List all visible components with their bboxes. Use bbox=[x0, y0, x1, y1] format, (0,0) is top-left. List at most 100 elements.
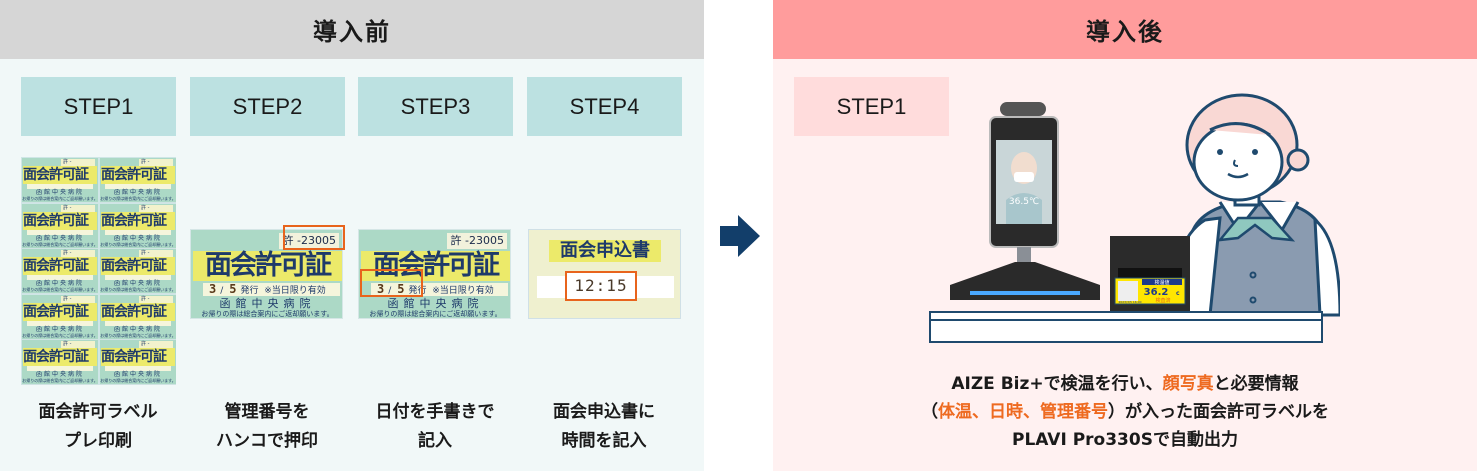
label-date-day: 5 bbox=[229, 282, 237, 296]
application-form-time: 12:15 bbox=[565, 271, 637, 301]
label-number: 許 - bbox=[61, 250, 95, 257]
description-text: （ bbox=[921, 402, 938, 422]
caption-line: 管理番号を bbox=[224, 402, 310, 422]
label-date-month: 3 bbox=[209, 282, 217, 296]
label-date-row bbox=[27, 275, 93, 280]
preprinted-label: 許 -面会許可証函館中央病院お帰りの際は総合案内にご返却願います。 bbox=[22, 158, 98, 203]
preprinted-label: 許 -面会許可証函館中央病院お帰りの際は総合案内にご返却願います。 bbox=[100, 249, 176, 294]
label-note: お帰りの際は総合案内にご返却願います。 bbox=[100, 241, 176, 247]
printed-label-datetime: 2023/3/5 16:00 bbox=[1118, 300, 1141, 304]
aize-device-illustration: 36.5℃ bbox=[950, 102, 1100, 300]
label-date-row bbox=[27, 320, 93, 326]
label-hospital: 函館中央病院 bbox=[387, 297, 484, 310]
label-date-day: 5 bbox=[397, 282, 405, 296]
number-highlight-box bbox=[283, 225, 345, 250]
preprinted-label: 許 -面会許可証函館中央病院お帰りの際は総合案内にご返却願います。 bbox=[100, 294, 176, 340]
description-highlight: 顔写真 bbox=[1162, 374, 1214, 394]
label-note: お帰りの際は総合案内にご返却願います。 bbox=[100, 332, 176, 338]
label-note: お帰りの際は総合案内にご返却願います。 bbox=[22, 196, 98, 201]
caption-line: 時間を記入 bbox=[561, 431, 647, 451]
before-step-3-caption: 日付を手書きで 記入 bbox=[355, 398, 515, 456]
label-hospital: 函館中央病院 bbox=[113, 280, 162, 287]
description-text: と必要情報 bbox=[1213, 374, 1299, 394]
receptionist-illustration bbox=[1168, 93, 1340, 317]
label-hospital: 函館中央病院 bbox=[35, 371, 84, 378]
label-hospital: 函館中央病院 bbox=[35, 189, 84, 196]
description-line-2: （体温、日時、管理番号）が入った面会許可ラベルを bbox=[773, 398, 1477, 426]
label-number: 許 - bbox=[61, 159, 95, 166]
preprinted-label: 許 -面会許可証函館中央病院お帰りの際は総合案内にご返却願います。 bbox=[22, 294, 98, 340]
printed-label-temperature: 36.2 bbox=[1144, 287, 1169, 298]
label-title: 面会許可証 bbox=[101, 257, 175, 275]
label-number: 許 - bbox=[139, 204, 173, 212]
preprinted-label: 許 -面会許可証函館中央病院お帰りの際は総合案内にご返却願います。 bbox=[100, 203, 176, 249]
plavi-printer-illustration: 検温値 36.2 c 検査済 2023/3/5 16:00 bbox=[1110, 236, 1190, 312]
label-date-sep: / bbox=[220, 286, 224, 296]
label-title: 面会許可証 bbox=[23, 257, 97, 275]
before-step-4-caption: 面会申込書に 時間を記入 bbox=[524, 398, 684, 456]
label-number: 許 - bbox=[139, 295, 173, 303]
application-form-title: 面会申込書 bbox=[549, 240, 661, 262]
label-number: 許 -23005 bbox=[279, 233, 339, 249]
label-hospital: 函館中央病院 bbox=[35, 280, 84, 287]
label-validity: ※当日限り有効 bbox=[264, 286, 326, 296]
preprinted-label: 許 -面会許可証函館中央病院お帰りの際は総合案内にご返却願います。 bbox=[22, 249, 98, 294]
label-date-row bbox=[105, 320, 171, 326]
caption-line: 面会申込書に bbox=[553, 402, 655, 422]
before-step-1-caption: 面会許可ラベル プレ印刷 bbox=[18, 398, 178, 456]
preprinted-label-sheet: 許 -面会許可証函館中央病院お帰りの際は総合案内にご返却願います。許 -面会許可… bbox=[21, 157, 176, 385]
label-date-row bbox=[105, 229, 171, 235]
caption-line: 記入 bbox=[418, 431, 452, 451]
label-validity: ※当日限り有効 bbox=[432, 286, 494, 296]
label-note: お帰りの際は総合案内にご返却願います。 bbox=[100, 287, 176, 292]
before-step-2-caption: 管理番号を ハンコで押印 bbox=[187, 398, 347, 456]
label-number: 許 - bbox=[139, 341, 173, 348]
label-title: 面会許可証 bbox=[361, 251, 510, 281]
caption-line: 日付を手書きで bbox=[375, 402, 495, 422]
label-note: お帰りの際は総合案内にご返却願います。 bbox=[100, 378, 176, 383]
label-title: 面会許可証 bbox=[101, 302, 175, 321]
printed-label-unit: c bbox=[1176, 290, 1180, 297]
label-number: 許 - bbox=[61, 204, 95, 212]
label-date-sep: / bbox=[388, 286, 392, 296]
preprinted-label: 許 -面会許可証函館中央病院お帰りの際は総合案内にご返却願います。 bbox=[100, 158, 176, 203]
label-hospital: 函館中央病院 bbox=[113, 325, 162, 333]
label-date-row bbox=[105, 366, 171, 371]
description-text: AIZE Biz+で検温を行い、 bbox=[951, 374, 1163, 394]
label-date-month: 3 bbox=[377, 282, 385, 296]
date-highlight-box bbox=[360, 269, 423, 297]
label-number: 許 - bbox=[61, 341, 95, 348]
reception-illustration: 36.5℃ 検温値 36.2 c 検査済 2023/3/5 16:00 bbox=[929, 93, 1340, 343]
caption-line: プレ印刷 bbox=[64, 431, 132, 451]
label-hospital: 函館中央病院 bbox=[113, 234, 162, 242]
label-note: お帰りの際は総合案内にご返却願います。 bbox=[369, 310, 502, 318]
label-title: 面会許可証 bbox=[23, 348, 97, 366]
label-title: 面会許可証 bbox=[23, 166, 97, 184]
before-step-4-badge: STEP4 bbox=[527, 77, 682, 136]
label-number: 許 -23005 bbox=[447, 233, 507, 249]
label-note: お帰りの際は総合案内にご返却願います。 bbox=[201, 310, 334, 318]
printed-label-status: 検査済 bbox=[1155, 297, 1170, 304]
label-date-row bbox=[27, 184, 93, 189]
before-panel: 導入前 STEP1 STEP2 STEP3 STEP4 許 -面会許可証函館中央… bbox=[0, 0, 704, 471]
label-hospital: 函館中央病院 bbox=[35, 234, 84, 242]
printed-label-heading: 検温値 bbox=[1154, 279, 1169, 286]
label-note: お帰りの際は総合案内にご返却願います。 bbox=[22, 287, 98, 292]
counter-illustration bbox=[929, 311, 1323, 343]
preprinted-label: 許 -面会許可証函館中央病院お帰りの際は総合案内にご返却願います。 bbox=[22, 203, 98, 249]
after-step-1-badge: STEP1 bbox=[794, 77, 949, 136]
label-note: お帰りの際は総合案内にご返却願います。 bbox=[22, 241, 98, 247]
label-hospital: 函館中央病院 bbox=[113, 189, 162, 196]
label-hospital: 函館中央病院 bbox=[113, 371, 162, 378]
label-hospital: 函館中央病院 bbox=[35, 325, 84, 333]
label-note: お帰りの際は総合案内にご返却願います。 bbox=[100, 196, 176, 201]
before-header: 導入前 bbox=[0, 0, 704, 59]
label-title: 面会許可証 bbox=[23, 302, 97, 321]
label-note: お帰りの際は総合案内にご返却願います。 bbox=[22, 378, 98, 383]
description-highlight: 体温、日時、管理番号 bbox=[938, 402, 1108, 422]
preprinted-label: 許 -面会許可証函館中央病院お帰りの際は総合案内にご返却願います。 bbox=[22, 340, 98, 385]
label-date-row bbox=[27, 366, 93, 371]
